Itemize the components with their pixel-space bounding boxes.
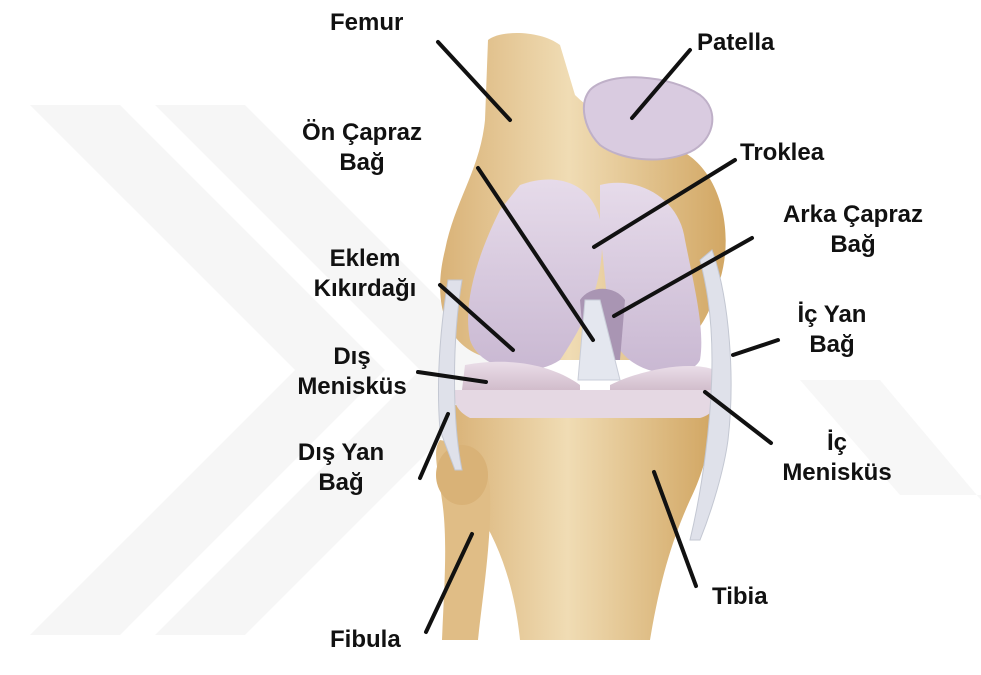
fibula-head — [436, 445, 488, 505]
label-tibia: Tibia — [712, 582, 768, 612]
label-dis-yan-bag: Dış Yan Bağ — [276, 438, 406, 498]
tibial-plateau — [454, 390, 716, 418]
label-arka-capraz-bag: Arka Çapraz Bağ — [758, 200, 948, 260]
label-arka-capraz-line2: Bağ — [758, 230, 948, 260]
label-tibia-text: Tibia — [712, 582, 768, 612]
label-dis-yan-line2: Bağ — [276, 468, 406, 498]
label-patella-text: Patella — [697, 28, 774, 58]
label-fibula-text: Fibula — [330, 625, 401, 655]
label-eklem-kikirdagi: Eklem Kıkırdağı — [300, 244, 430, 304]
label-on-capraz-bag: Ön Çapraz Bağ — [287, 118, 437, 178]
label-eklem-line2: Kıkırdağı — [300, 274, 430, 304]
label-ic-yan-line1: İç Yan — [772, 300, 892, 330]
label-troklea: Troklea — [740, 138, 824, 168]
label-dis-menis-line2: Menisküs — [282, 372, 422, 402]
label-ic-menis-line1: İç — [752, 428, 922, 458]
label-fibula: Fibula — [330, 625, 401, 655]
label-dis-meniskus: Dış Menisküs — [282, 342, 422, 402]
label-on-capraz-line2: Bağ — [287, 148, 437, 178]
label-dis-menis-line1: Dış — [282, 342, 422, 372]
label-on-capraz-line1: Ön Çapraz — [287, 118, 437, 148]
label-femur: Femur — [330, 8, 403, 38]
label-ic-yan-bag: İç Yan Bağ — [772, 300, 892, 360]
label-femur-text: Femur — [330, 8, 403, 38]
label-ic-meniskus: İç Menisküs — [752, 428, 922, 488]
label-eklem-line1: Eklem — [300, 244, 430, 274]
label-patella: Patella — [697, 28, 774, 58]
label-troklea-text: Troklea — [740, 138, 824, 168]
label-ic-menis-line2: Menisküs — [752, 458, 922, 488]
patella-bone — [584, 77, 712, 159]
label-ic-yan-line2: Bağ — [772, 330, 892, 360]
label-arka-capraz-line1: Arka Çapraz — [758, 200, 948, 230]
label-dis-yan-line1: Dış Yan — [276, 438, 406, 468]
